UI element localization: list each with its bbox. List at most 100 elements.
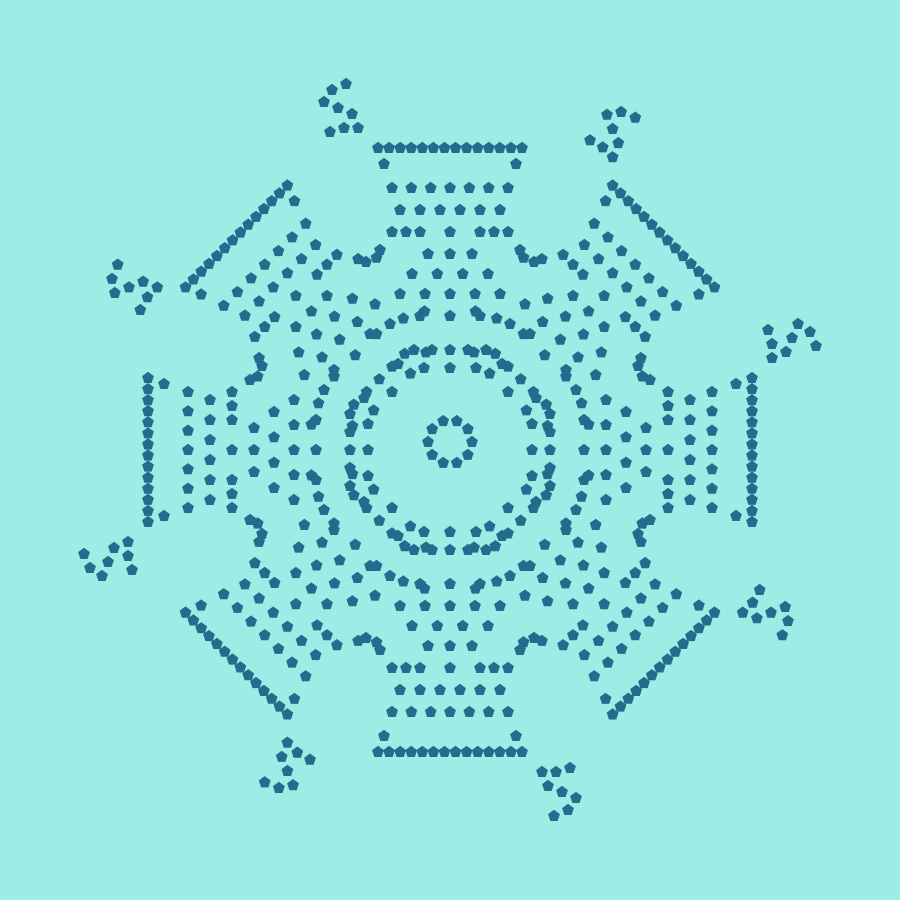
pentagon-mark	[541, 467, 554, 480]
pentagon-mark	[517, 251, 530, 263]
pentagon-mark	[268, 310, 281, 323]
pentagon-mark	[544, 407, 556, 419]
pentagon-mark	[204, 433, 216, 445]
pentagon-mark	[383, 141, 395, 153]
pentagon-mark	[779, 600, 792, 612]
pentagon-mark	[519, 298, 531, 310]
pentagon-mark	[142, 382, 154, 395]
pentagon-mark	[344, 461, 356, 473]
pentagon-mark	[316, 536, 328, 548]
pentagon-mark	[684, 473, 696, 485]
pentagon-mark	[619, 310, 632, 323]
pentagon-mark	[418, 582, 431, 594]
pentagon-mark	[272, 642, 285, 654]
pentagon-mark	[142, 449, 154, 461]
pentagon-mark	[256, 527, 268, 539]
pentagon-mark	[577, 328, 590, 340]
pentagon-mark	[530, 391, 542, 403]
pentagon-mark	[490, 312, 503, 324]
pentagon-mark	[351, 571, 364, 583]
pentagon-mark	[424, 705, 437, 717]
pentagon-mark	[444, 225, 456, 237]
pentagon-mark	[606, 708, 619, 720]
pentagon-mark	[653, 661, 666, 673]
pentagon-mark	[134, 303, 147, 315]
pentagon-mark	[544, 443, 556, 455]
pentagon-mark	[427, 745, 440, 757]
pentagon-mark	[599, 692, 612, 704]
pentagon-mark	[615, 244, 628, 257]
pentagon-mark	[782, 614, 794, 627]
pentagon-mark	[614, 700, 627, 712]
pentagon-mark	[661, 234, 674, 246]
pentagon-mark	[560, 517, 572, 529]
pentagon-mark	[640, 421, 652, 433]
pentagon-mark	[622, 692, 635, 704]
pentagon-mark	[418, 361, 430, 373]
pentagon-mark	[746, 394, 758, 406]
pentagon-mark	[444, 181, 456, 193]
pentagon-mark	[122, 549, 134, 561]
pentagon-mark	[328, 370, 340, 382]
pentagon-mark	[600, 393, 612, 405]
pentagon-mark	[226, 487, 238, 499]
pentagon-mark	[567, 289, 579, 301]
pentagon-mark	[444, 577, 456, 589]
pentagon-mark	[331, 248, 343, 260]
pentagon-mark	[708, 281, 721, 293]
pentagon-mark	[383, 745, 395, 757]
pentagon-mark	[644, 373, 656, 385]
pentagon-mark	[554, 554, 567, 566]
pentagon-mark	[226, 234, 239, 246]
pentagon-mark	[182, 443, 194, 455]
pentagon-mark	[418, 305, 431, 317]
pentagon-mark	[362, 469, 374, 481]
pentagon-mark	[575, 397, 588, 409]
pentagon-mark	[370, 327, 383, 340]
pentagon-mark	[312, 490, 325, 502]
pentagon-mark	[614, 187, 627, 199]
pentagon-mark	[474, 661, 486, 673]
pentagon-mark	[398, 347, 411, 359]
pentagon-mark	[751, 612, 763, 624]
pentagon-mark	[444, 661, 456, 673]
pentagon-mark	[434, 203, 446, 215]
pentagon-mark	[96, 569, 108, 581]
pentagon-mark	[629, 566, 642, 579]
pentagon-mark	[405, 141, 418, 153]
pentagon-mark	[510, 729, 522, 741]
pentagon-mark	[204, 493, 216, 505]
pentagon-mark	[649, 578, 661, 590]
pentagon-mark	[414, 661, 426, 673]
pentagon-mark	[753, 583, 766, 595]
pentagon-mark	[746, 371, 758, 383]
pentagon-mark	[344, 443, 356, 455]
pentagon-mark	[502, 501, 514, 513]
pentagon-marks	[78, 77, 822, 821]
pentagon-mark	[226, 501, 238, 513]
pentagon-mark	[600, 418, 612, 430]
pentagon-mark	[635, 592, 647, 604]
pentagon-mark	[596, 141, 609, 153]
pentagon-mark	[394, 141, 407, 153]
pentagon-mark	[84, 561, 96, 573]
pentagon-mark	[258, 776, 271, 788]
pentagon-mark	[370, 559, 383, 571]
pentagon-mark	[550, 765, 562, 777]
pentagon-mark	[204, 393, 216, 405]
pentagon-mark	[746, 416, 758, 428]
pentagon-mark	[482, 705, 495, 717]
pentagon-mark	[469, 287, 481, 299]
pentagon-mark	[298, 518, 311, 530]
pentagon-mark	[304, 753, 316, 765]
pentagon-mark	[405, 181, 418, 193]
pentagon-mark	[693, 599, 705, 611]
pentagon-mark	[536, 571, 549, 583]
pentagon-mark	[466, 639, 478, 651]
pentagon-mark	[692, 265, 705, 277]
pentagon-mark	[195, 288, 207, 300]
pentagon-mark	[142, 515, 154, 527]
pentagon-mark	[746, 471, 758, 483]
pentagon-mark	[619, 576, 632, 588]
pentagon-mark	[386, 385, 398, 397]
